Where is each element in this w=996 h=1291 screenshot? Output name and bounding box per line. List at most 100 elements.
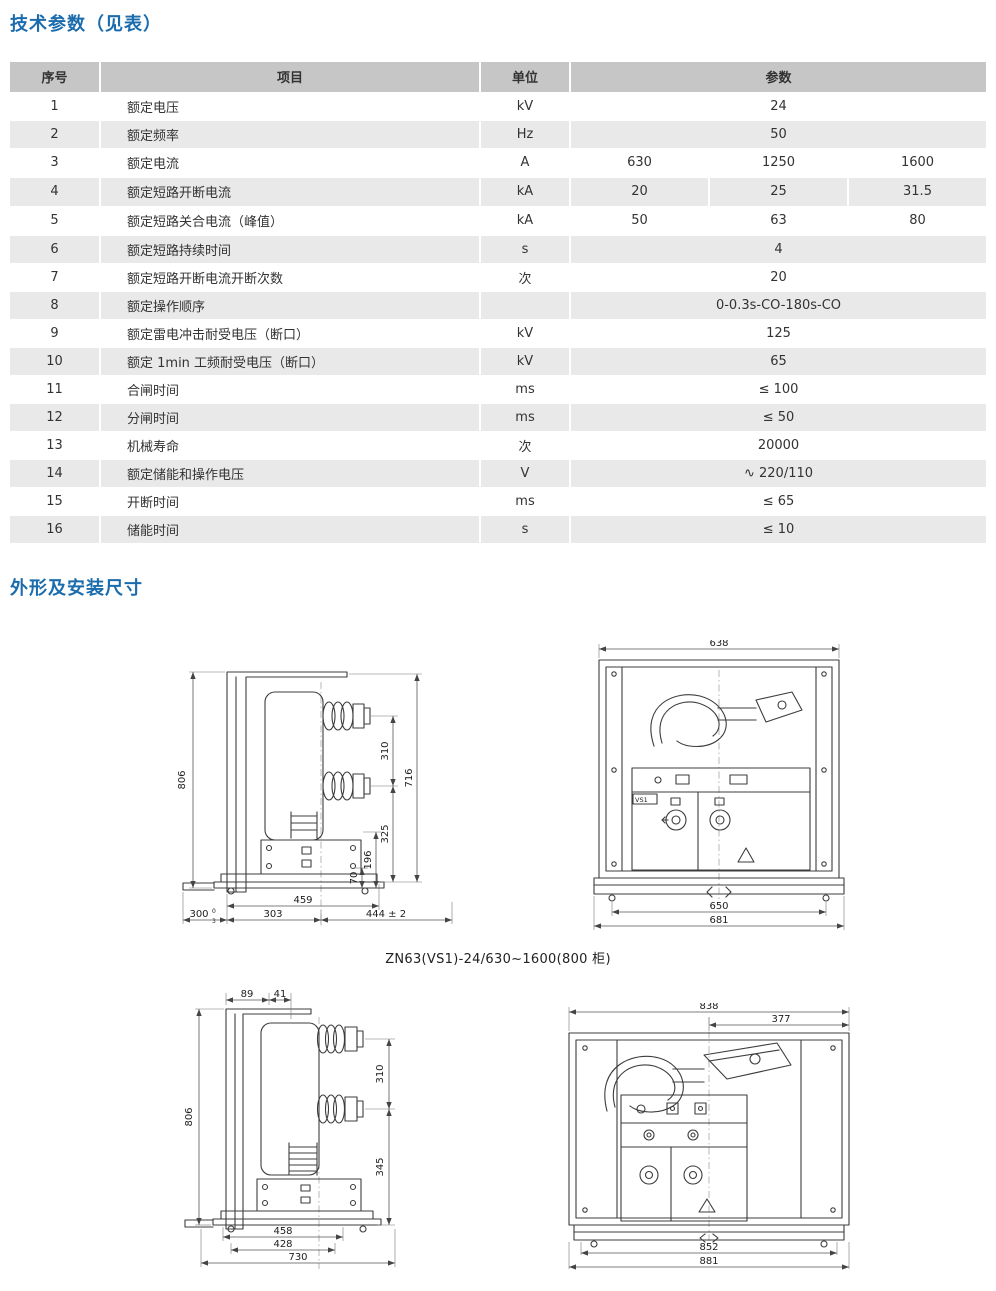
cell-unit: ms [480, 375, 571, 404]
section-title-tech-params: 技术参数（见表） [10, 14, 162, 35]
dimension-labels: 838 377 852 881 [699, 1003, 790, 1267]
spec-table: 序号 项目 单位 参数 1 额定电压 kV 24 2 额定频率 Hz 50 3 … [10, 62, 986, 544]
cell-item: 储能时间 [100, 515, 481, 544]
table-row: 8 额定操作顺序 0-0.3s-CO-180s-CO [10, 291, 986, 320]
table-row: 11 合闸时间 ms ≤ 100 [10, 375, 986, 404]
cell-param: 50 63 80 [570, 206, 986, 236]
cell-item: 机械寿命 [100, 431, 481, 460]
cell-unit: ms [480, 487, 571, 516]
dim-label-881: 881 [699, 1256, 718, 1267]
section-title-dimensions: 外形及安装尺寸 [10, 577, 143, 599]
dimension-lines [593, 643, 844, 930]
table-row: 1 额定电压 kV 24 [10, 92, 986, 121]
cell-no: 10 [10, 347, 101, 376]
cell-param: 24 [570, 92, 986, 121]
dim-label-730: 730 [288, 1252, 307, 1263]
cell-param: 50 [570, 120, 986, 149]
param-value: 630 [627, 154, 652, 170]
drawing-fig1-front-view: 638 VS1 650 681 [592, 640, 845, 930]
dim-label-196: 196 [363, 850, 374, 869]
dim-label-300: 300 [189, 909, 208, 920]
figures-area: 806 310 325 716 196 70 459 300 0 3 303 4… [10, 640, 986, 1291]
cell-no: 11 [10, 375, 101, 404]
cell-param: 0-0.3s-CO-180s-CO [570, 291, 986, 320]
cell-unit [480, 291, 571, 320]
param-value: 31.5 [847, 177, 986, 206]
table-row: 9 额定雷电冲击耐受电压（断口） kV 125 [10, 319, 986, 348]
cell-unit: kV [480, 319, 571, 348]
param-value: 50 [631, 212, 648, 228]
dim-label-303: 303 [263, 909, 282, 920]
dim-label-377: 377 [771, 1014, 790, 1025]
cell-no: 7 [10, 263, 101, 292]
cell-param: 65 [570, 347, 986, 376]
param-value: 20 [631, 183, 648, 199]
table-row: 14 额定储能和操作电压 V ∿ 220/110 [10, 459, 986, 488]
param-value: 1600 [847, 148, 986, 177]
dim-label-838: 838 [699, 1003, 718, 1012]
dim-label-89: 89 [241, 989, 254, 1000]
cell-param: 630 1250 1600 [570, 148, 986, 178]
table-row: 4 额定短路开断电流 kA 20 25 31.5 [10, 177, 986, 207]
param-value: 63 [708, 206, 847, 235]
table-row: 16 储能时间 s ≤ 10 [10, 515, 986, 544]
cell-unit: kA [480, 177, 571, 207]
cell-unit: kV [480, 92, 571, 121]
cell-item: 额定频率 [100, 120, 481, 149]
table-row: 6 额定短路持续时间 s 4 [10, 235, 986, 264]
cell-unit: A [480, 148, 571, 178]
cell-item: 额定操作顺序 [100, 291, 481, 320]
cell-unit: V [480, 459, 571, 488]
cabinet-front-outline [592, 658, 845, 902]
table-row: 12 分闸时间 ms ≤ 50 [10, 403, 986, 432]
cell-item: 额定短路开断电流开断次数 [100, 263, 481, 292]
param-value: 25 [708, 177, 847, 206]
cell-param: 125 [570, 319, 986, 348]
cell-no: 4 [10, 177, 101, 207]
cell-unit: Hz [480, 120, 571, 149]
cell-item: 额定 1min 工频耐受电压（断口） [100, 347, 481, 376]
cell-param: ≤ 100 [570, 375, 986, 404]
cell-param: 20 25 31.5 [570, 177, 986, 207]
table-row: 7 额定短路开断电流开断次数 次 20 [10, 263, 986, 292]
cell-unit: s [480, 235, 571, 264]
dim-label-41: 41 [274, 989, 287, 1000]
cell-no: 16 [10, 515, 101, 544]
dim-label-345: 345 [375, 1157, 386, 1176]
dim-label-638: 638 [709, 640, 728, 649]
cell-no: 3 [10, 148, 101, 178]
table-row: 2 额定频率 Hz 50 [10, 120, 986, 149]
cell-param: ≤ 50 [570, 403, 986, 432]
cell-param: ≤ 65 [570, 487, 986, 516]
dim-label-681: 681 [709, 915, 728, 926]
dim-label-428: 428 [273, 1239, 292, 1250]
cell-no: 13 [10, 431, 101, 460]
dimension-labels: 89 41 806 310 345 458 428 730 [184, 989, 386, 1263]
cell-param: ∿ 220/110 [570, 459, 986, 488]
table-row: 10 额定 1min 工频耐受电压（断口） kV 65 [10, 347, 986, 376]
dimension-lines [195, 992, 396, 1267]
dim-label-806: 806 [177, 770, 188, 789]
cabinet-front-outline [568, 1031, 850, 1248]
dimension-labels: 638 VS1 650 681 [635, 640, 729, 926]
cell-no: 15 [10, 487, 101, 516]
dim-label-716: 716 [404, 768, 415, 787]
cell-no: 8 [10, 291, 101, 320]
table-row: 5 额定短路关合电流（峰值） kA 50 63 80 [10, 206, 986, 236]
cell-unit: 次 [480, 263, 571, 292]
breaker-side-outline [184, 1007, 382, 1233]
dim-label-458: 458 [273, 1226, 292, 1237]
dimension-labels: 806 310 325 716 196 70 459 300 0 3 303 4… [177, 741, 415, 925]
cell-unit: kA [480, 206, 571, 236]
cell-param: 20000 [570, 431, 986, 460]
header-no: 序号 [10, 62, 101, 93]
table-row: 15 开断时间 ms ≤ 65 [10, 487, 986, 516]
cell-unit: kV [480, 347, 571, 376]
dim-label-300-sub: 3 [212, 918, 216, 925]
cell-no: 12 [10, 403, 101, 432]
cell-unit: 次 [480, 431, 571, 460]
cell-item: 分闸时间 [100, 403, 481, 432]
figure1-row: 806 310 325 716 196 70 459 300 0 3 303 4… [10, 640, 986, 932]
cell-item: 额定短路关合电流（峰值） [100, 206, 481, 236]
